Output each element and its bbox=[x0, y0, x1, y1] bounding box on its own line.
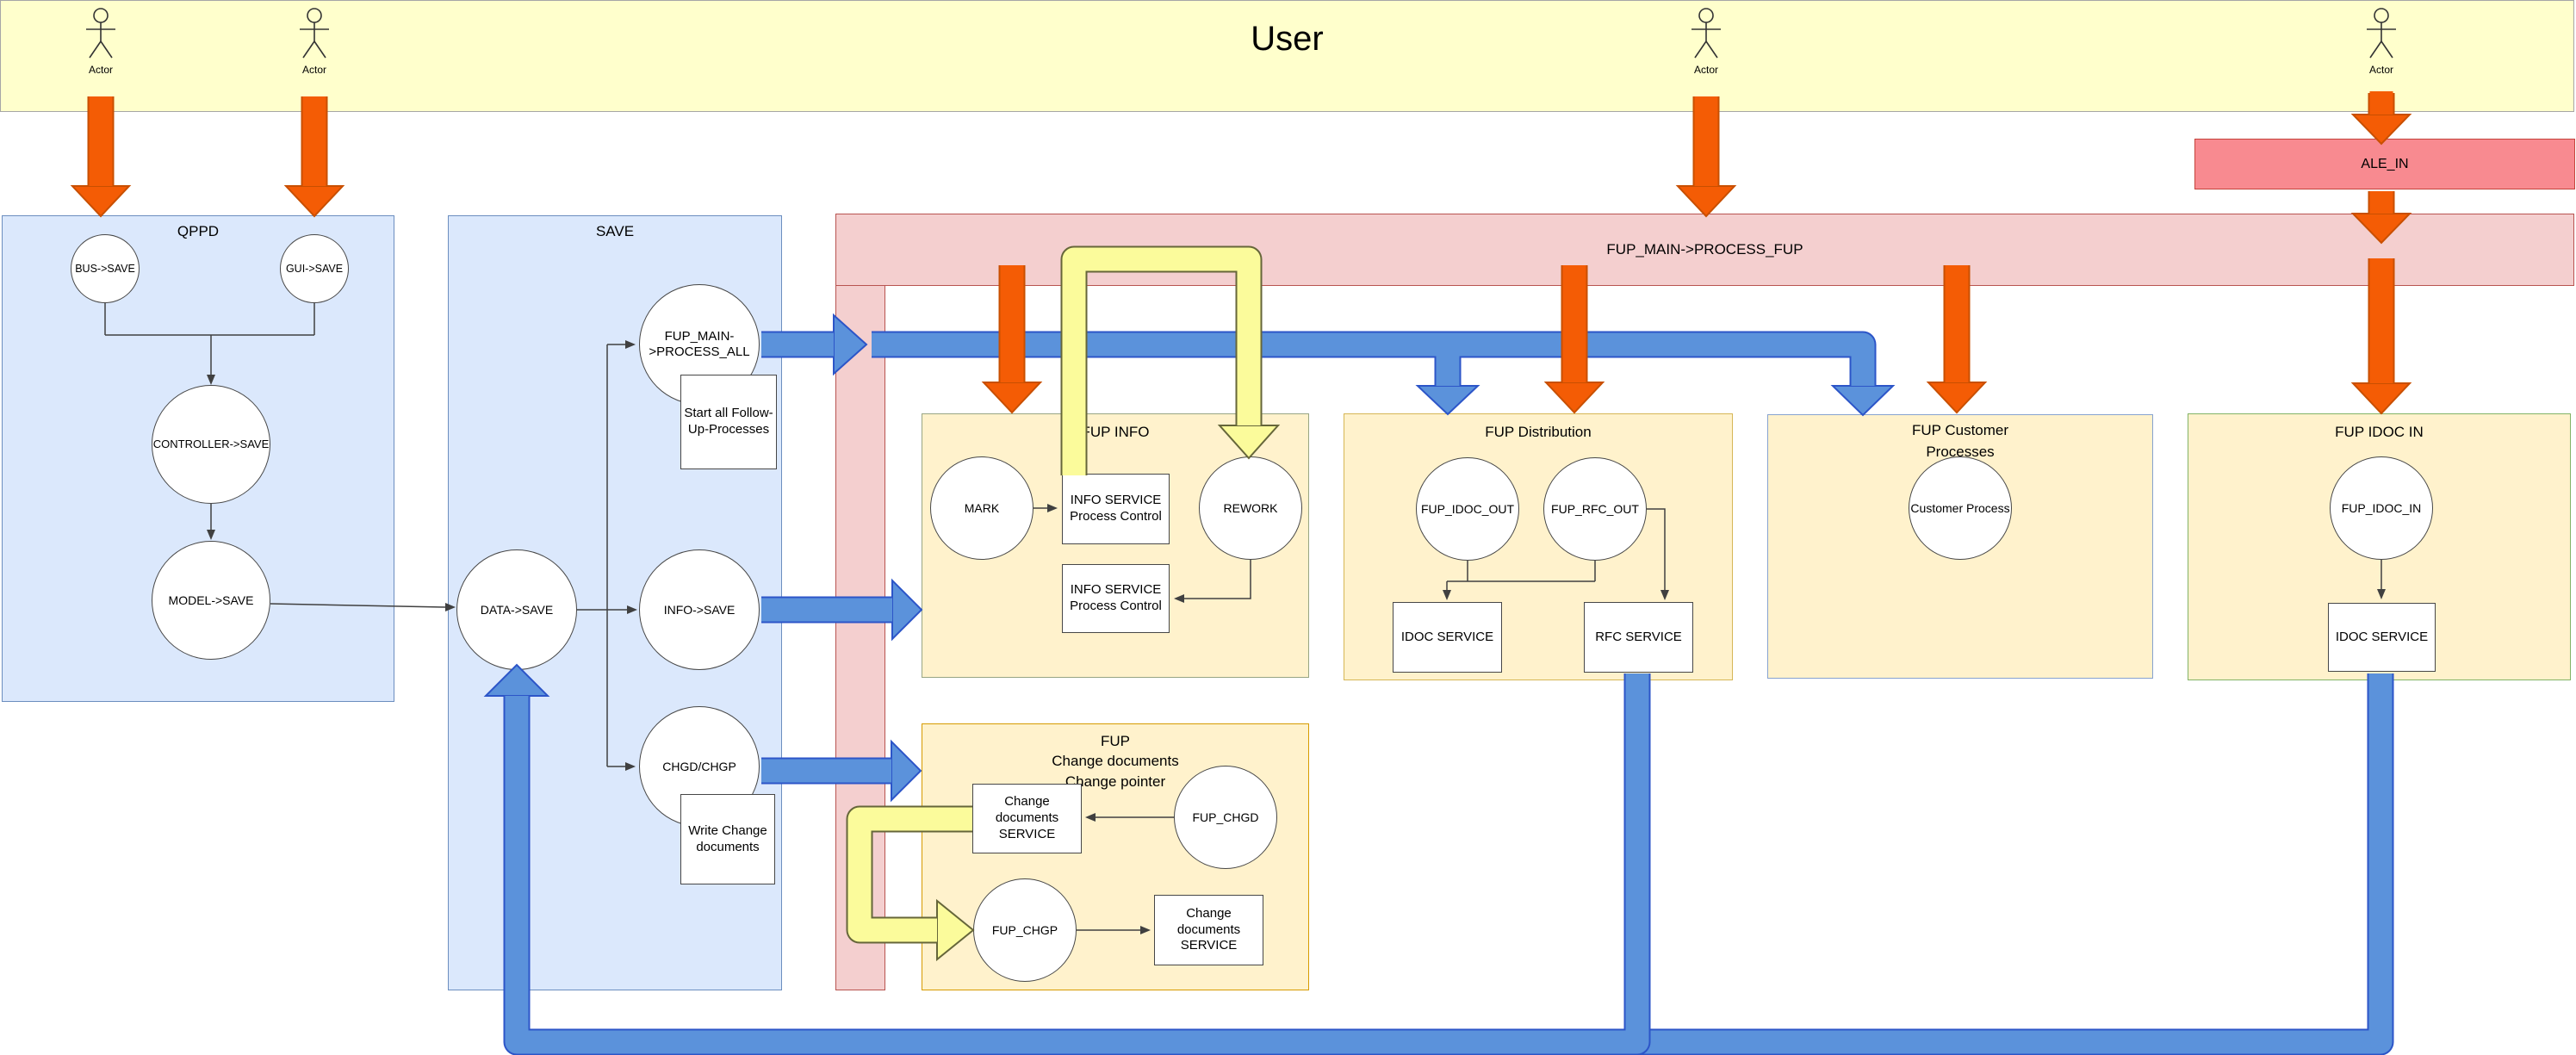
info-service-process-control-top: INFO SERVICE Process Control bbox=[1062, 474, 1170, 544]
actor-icon bbox=[1680, 7, 1732, 62]
ale-in-bar: ALE_IN bbox=[2194, 139, 2575, 189]
process-fup-idoc-in: FUP_IDOC_IN bbox=[2330, 456, 2433, 560]
user-lane-title: User bbox=[1251, 20, 1324, 58]
idoc-service-in-rect: IDOC SERVICE bbox=[2328, 603, 2436, 672]
process-bus-save: BUS->SAVE bbox=[71, 234, 140, 303]
process-data-save: DATA->SAVE bbox=[456, 549, 577, 670]
process-all-label-line2: >PROCESS_ALL bbox=[649, 344, 750, 359]
actor-1: Actor bbox=[75, 7, 127, 76]
orange-arrow-actor2-qppd bbox=[283, 96, 345, 218]
process-fup-idoc-out: FUP_IDOC_OUT bbox=[1416, 457, 1519, 561]
orange-arrow-band-fup-distribution bbox=[1543, 265, 1605, 414]
fup-distribution-title: FUP Distribution bbox=[1485, 424, 1592, 440]
rfc-service-rect: RFC SERVICE bbox=[1584, 602, 1693, 673]
process-fup-rfc-out: FUP_RFC_OUT bbox=[1543, 457, 1647, 561]
process-all-label-line1: FUP_MAIN- bbox=[664, 329, 735, 344]
fup-main-band-label: FUP_MAIN->PROCESS_FUP bbox=[1606, 241, 1803, 258]
fup-main-vertical-strip bbox=[835, 286, 885, 990]
actor-icon bbox=[75, 7, 127, 62]
orange-arrow-actor1-qppd bbox=[70, 96, 132, 218]
ale-in-label: ALE_IN bbox=[2361, 156, 2409, 171]
save-title: SAVE bbox=[595, 223, 635, 239]
change-documents-service-right: Change documents SERVICE bbox=[1154, 895, 1263, 965]
process-mark: MARK bbox=[930, 456, 1034, 560]
fup-info-title: FUP INFO bbox=[1081, 424, 1150, 440]
blue-loop-idocin-to-bottom bbox=[1637, 673, 2394, 1055]
orange-arrow-band-fup-customer bbox=[1926, 265, 1988, 414]
actor-icon bbox=[2356, 7, 2407, 62]
actor-label: Actor bbox=[2368, 64, 2393, 76]
actor-label: Actor bbox=[1693, 64, 1718, 76]
process-controller-save: CONTROLLER->SAVE bbox=[152, 385, 270, 504]
actor-2: Actor bbox=[289, 7, 340, 76]
note-start-all-follow-up: Start all Follow-Up-Processes bbox=[680, 375, 777, 469]
process-rework: REWORK bbox=[1199, 456, 1302, 560]
fup-main-process-fup-band: FUP_MAIN->PROCESS_FUP bbox=[835, 214, 2574, 286]
actor-label: Actor bbox=[88, 64, 113, 76]
user-lane: User bbox=[0, 0, 2574, 112]
qppd-title: QPPD bbox=[177, 223, 220, 239]
process-customer-process: Customer Process bbox=[1909, 456, 2012, 560]
actor-icon bbox=[289, 7, 340, 62]
note-write-change-documents: Write Change documents bbox=[680, 794, 775, 884]
actor-3: Actor bbox=[1680, 7, 1732, 76]
fup-change-title-line2: Change documents bbox=[1052, 753, 1179, 770]
orange-arrow-band-fup-info bbox=[981, 265, 1043, 414]
process-gui-save: GUI->SAVE bbox=[280, 234, 349, 303]
info-service-process-control-bottom: INFO SERVICE Process Control bbox=[1062, 564, 1170, 633]
process-model-save: MODEL->SAVE bbox=[152, 541, 270, 660]
actor-label: Actor bbox=[301, 64, 326, 76]
change-documents-service-left: Change documents SERVICE bbox=[972, 784, 1082, 853]
actor-4: Actor bbox=[2356, 7, 2407, 76]
process-fup-chgd: FUP_CHGD bbox=[1174, 766, 1277, 869]
process-fup-chgp: FUP_CHGP bbox=[973, 878, 1077, 982]
orange-arrow-actor3-band bbox=[1675, 96, 1737, 218]
fup-idoc-in-title: FUP IDOC IN bbox=[2335, 424, 2424, 440]
process-info-save: INFO->SAVE bbox=[639, 549, 760, 670]
fup-change-title-line1: FUP bbox=[1101, 733, 1130, 749]
idoc-service-rect: IDOC SERVICE bbox=[1393, 602, 1502, 673]
blue-arrow-main-band bbox=[872, 331, 1896, 417]
